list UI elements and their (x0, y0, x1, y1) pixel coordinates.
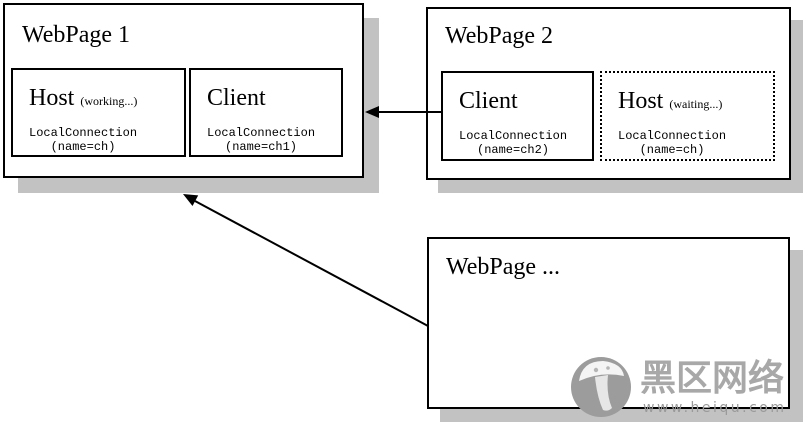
connection-name-label: (name=ch1) (225, 140, 298, 154)
host-role-label: Host (618, 88, 664, 114)
webpage-2-client-title: Client (459, 86, 518, 116)
connection-type-label: LocalConnection (618, 129, 727, 143)
connection-name-label: (name=ch2) (477, 143, 550, 157)
mushroom-stem (595, 375, 612, 411)
webpage-1-host-connection: LocalConnection (name=ch) (29, 126, 137, 154)
arrow-icon (183, 194, 199, 206)
webpage-1-host-title: Host (working...) (29, 83, 137, 116)
arrow-webpage-more-to-webpage-1 (183, 194, 429, 327)
client-role-label: Client (459, 88, 518, 114)
mushroom-spot (593, 367, 599, 373)
watermark-brand: 黑区网络 (640, 358, 785, 399)
webpage-1-client-connection: LocalConnection (name=ch1) (207, 126, 315, 154)
mushroom-spot (606, 366, 610, 370)
arrow-line (194, 200, 429, 327)
webpage-2-host-connection: LocalConnection (name=ch) (618, 129, 726, 157)
webpage-1-client-title: Client (207, 83, 266, 113)
webpage-1-host-box: Host (working...) LocalConnection (name=… (11, 68, 186, 157)
connection-type-label: LocalConnection (207, 126, 316, 140)
host-status-label: (working...) (80, 94, 138, 108)
webpage-2-box: WebPage 2 Client LocalConnection (name=c… (426, 7, 791, 180)
webpage-2-host-box: Host (waiting...) LocalConnection (name=… (600, 71, 775, 161)
connection-type-label: LocalConnection (459, 129, 568, 143)
arrow-webpage-2-to-webpage-1 (365, 106, 441, 118)
connection-name-label: (name=ch) (639, 143, 705, 157)
connection-type-label: LocalConnection (29, 126, 138, 140)
webpage-1-box: WebPage 1 Host (working...) LocalConnect… (3, 3, 364, 178)
webpage-1-client-box: Client LocalConnection (name=ch1) (189, 68, 343, 157)
mushroom-icon (571, 357, 631, 417)
webpage-2-host-title: Host (waiting...) (618, 86, 722, 119)
webpage-2-title: WebPage 2 (445, 23, 554, 49)
arrow-icon (365, 106, 379, 118)
connection-name-label: (name=ch) (50, 140, 116, 154)
webpage-1-title: WebPage 1 (22, 22, 131, 48)
webpage-more-title: WebPage ... (446, 254, 561, 280)
client-role-label: Client (207, 85, 266, 111)
host-role-label: Host (29, 85, 75, 111)
webpage-2-client-box: Client LocalConnection (name=ch2) (441, 71, 594, 161)
webpage-2-client-connection: LocalConnection (name=ch2) (459, 129, 567, 157)
watermark-url: www.heiqu.com (643, 400, 787, 416)
mushroom-cap (579, 361, 624, 381)
host-status-label: (waiting...) (669, 97, 723, 111)
